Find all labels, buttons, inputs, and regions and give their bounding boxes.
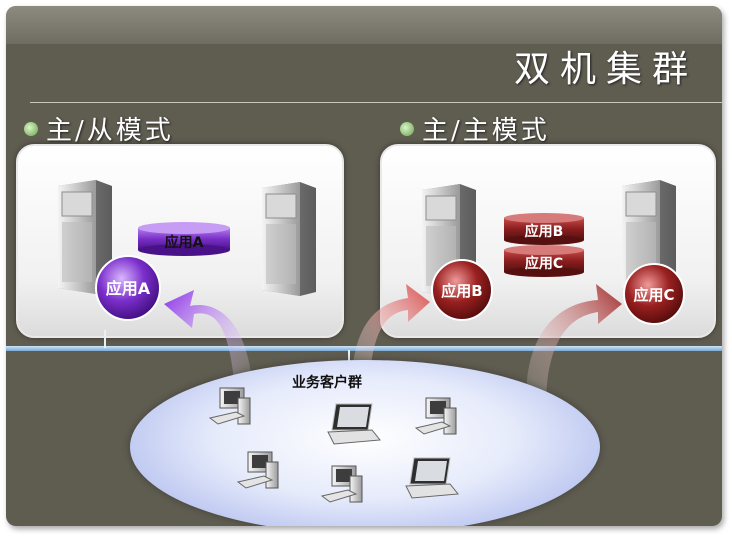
- mode-label-master-master-text: 主/主模式: [422, 116, 550, 146]
- app-a-cylinder-label: 应用A: [165, 234, 204, 251]
- clients-label: 业务客户群: [292, 375, 362, 391]
- server-icon: [262, 182, 316, 296]
- app-a-badge: [95, 255, 161, 321]
- desktop-computer-icon: [320, 465, 363, 503]
- arrow-icon: [352, 284, 430, 374]
- app-c-cylinder-label: 应用C: [525, 255, 563, 272]
- app-b-cylinder-label: 应用B: [525, 223, 564, 240]
- top-band: [6, 6, 722, 44]
- app-b-cylinder: [504, 213, 584, 245]
- app-b-badge-label: 应用B: [441, 282, 482, 300]
- page-title: 双机集群: [513, 49, 698, 90]
- slide-canvas: 双机集群 主/从模式 主/主模式: [6, 6, 722, 526]
- app-c-cylinder: [504, 245, 584, 277]
- laptop-icon: [327, 403, 381, 445]
- diagram-overlay: 应用A 应用A 应用B 应用C 应用B 应用C: [95, 213, 685, 400]
- app-a-badge-label: 应用A: [106, 279, 151, 298]
- title-divider: [30, 102, 722, 103]
- mode-label-master-slave-text: 主/从模式: [46, 116, 174, 146]
- desktop-computer-icon: [208, 387, 251, 425]
- app-b-badge: [431, 259, 493, 321]
- desktop-computer-icon: [414, 397, 457, 435]
- mode-label-master-slave: 主/从模式: [24, 110, 174, 147]
- app-c-badge-label: 应用C: [633, 286, 674, 304]
- server-icon: [58, 180, 112, 294]
- arrow-icon: [164, 290, 252, 380]
- arrow-icon: [526, 284, 622, 400]
- app-a-cylinder: [138, 222, 230, 256]
- bullet-icon: [400, 122, 414, 136]
- bullet-icon: [24, 122, 38, 136]
- client-devices: [208, 387, 459, 503]
- client-network-ellipse: [130, 360, 600, 526]
- app-c-badge: [623, 263, 685, 325]
- desktop-computer-icon: [236, 451, 279, 489]
- network-drop-left: [104, 330, 106, 348]
- laptop-icon: [405, 457, 459, 499]
- mode-label-master-master: 主/主模式: [400, 110, 550, 147]
